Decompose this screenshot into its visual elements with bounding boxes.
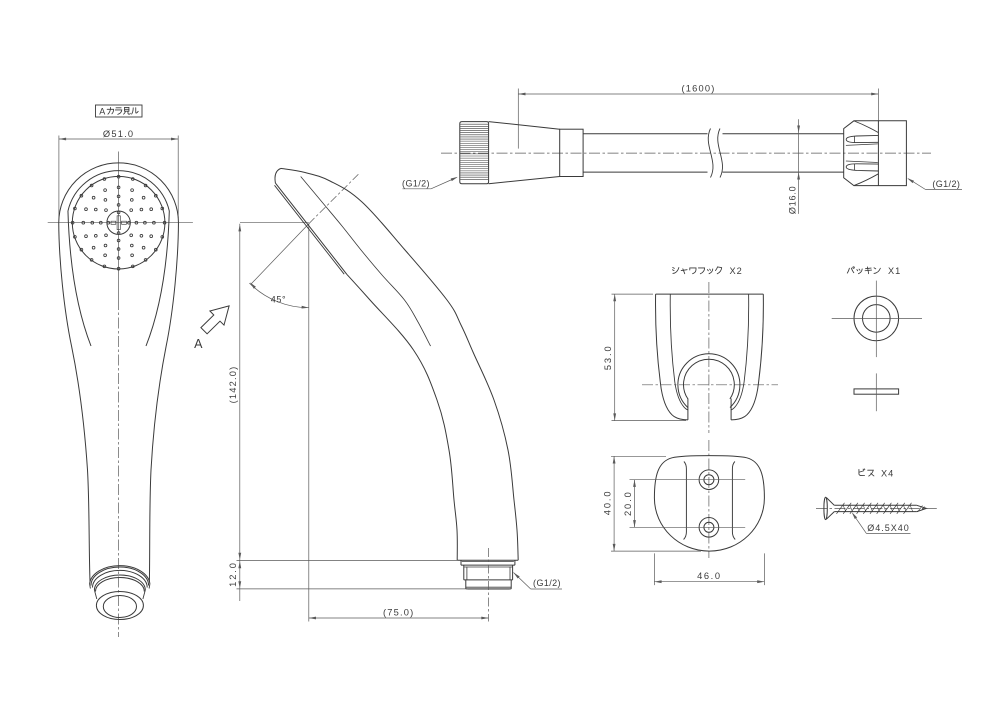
svg-text:X2: X2 xyxy=(730,266,743,276)
svg-text:Ø16.0: Ø16.0 xyxy=(787,186,797,215)
svg-text:(75.0): (75.0) xyxy=(383,607,415,617)
svg-text:X1: X1 xyxy=(888,266,901,276)
svg-text:20.0: 20.0 xyxy=(623,490,633,516)
svg-text:53.0: 53.0 xyxy=(603,344,613,370)
svg-text:Ø4.5X40: Ø4.5X40 xyxy=(867,523,910,533)
svg-text:(G1/2): (G1/2) xyxy=(932,179,960,189)
svg-text:46.0: 46.0 xyxy=(697,571,722,581)
svg-text:A: A xyxy=(99,106,105,116)
svg-text:40.0: 40.0 xyxy=(603,490,613,516)
svg-text:(G1/2): (G1/2) xyxy=(533,578,561,588)
svg-text:(1600): (1600) xyxy=(681,83,715,93)
svg-text:Ø51.0: Ø51.0 xyxy=(103,129,134,139)
svg-text:45°: 45° xyxy=(271,295,286,305)
svg-text:(G1/2): (G1/2) xyxy=(402,178,430,188)
svg-text:X4: X4 xyxy=(881,468,894,478)
svg-text:(142.0): (142.0) xyxy=(228,366,238,404)
svg-text:12.0: 12.0 xyxy=(228,561,238,587)
svg-text:A: A xyxy=(194,337,203,351)
